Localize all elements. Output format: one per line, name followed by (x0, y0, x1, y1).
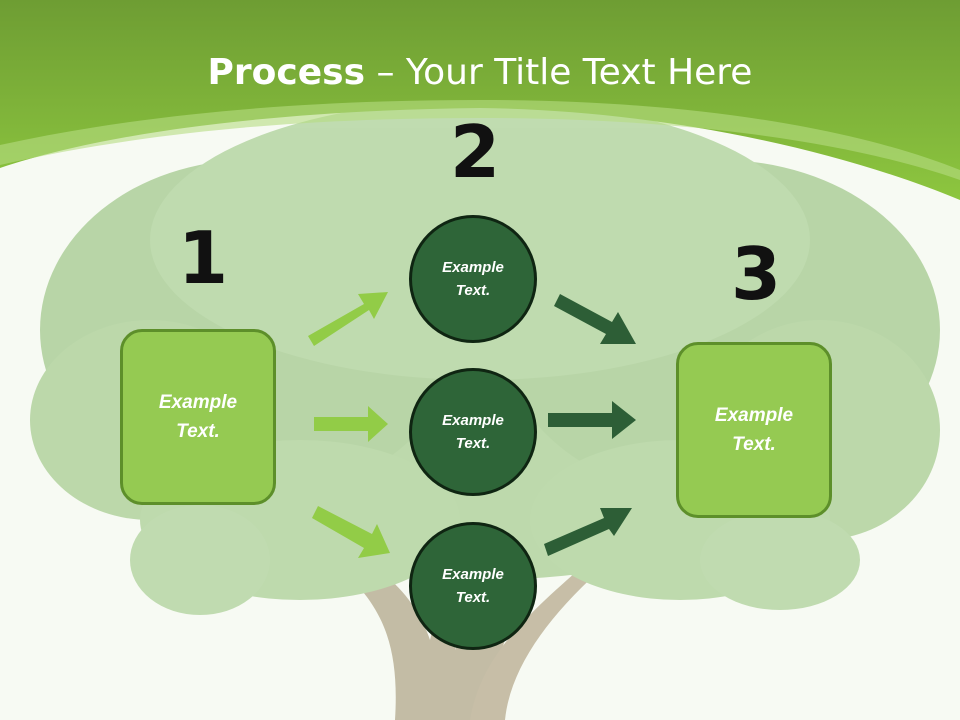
circle-middle-text-line1: Example (442, 412, 504, 429)
title-separator: – (365, 52, 406, 93)
circle-bottom-text-line2: Text. (455, 589, 491, 606)
step-number-2: 2 (450, 110, 501, 194)
step-1-text-line2: Text. (176, 421, 220, 442)
step-number-1: 1 (178, 216, 229, 300)
circle-top: Example Text. (409, 215, 537, 343)
circle-bottom-text-line1: Example (442, 566, 504, 583)
title-bold: Process (207, 52, 366, 93)
arrow-light-up-right (308, 292, 388, 346)
arrow-dark-right (548, 401, 636, 439)
circle-bottom-text: Example Text. (442, 563, 504, 609)
circle-top-text-line2: Text. (455, 282, 491, 299)
step-number-3: 3 (731, 232, 782, 316)
step-3-text: Example Text. (715, 401, 793, 459)
light-arrows (308, 292, 390, 558)
arrow-dark-up-right (544, 508, 632, 556)
step-3-text-line1: Example (714, 405, 794, 426)
arrow-dark-down-right (554, 294, 636, 344)
title-rest: Your Title Text Here (405, 52, 753, 93)
circle-bottom: Example Text. (409, 522, 537, 650)
slide-title: Process – Your Title Text Here (0, 52, 960, 93)
circle-middle-text: Example Text. (442, 409, 504, 455)
dark-arrows (544, 294, 636, 556)
step-3-box: Example Text. (676, 342, 832, 518)
step-3-text-line2: Text. (732, 434, 776, 455)
arrow-light-down-right (312, 506, 390, 558)
circle-middle-text-line2: Text. (455, 435, 491, 452)
step-1-text-line1: Example (158, 392, 238, 413)
circle-top-text: Example Text. (442, 256, 504, 302)
step-1-box: Example Text. (120, 329, 276, 505)
step-1-text: Example Text. (159, 388, 237, 446)
circle-top-text-line1: Example (442, 259, 504, 276)
circle-middle: Example Text. (409, 368, 537, 496)
arrow-light-right (314, 406, 388, 442)
